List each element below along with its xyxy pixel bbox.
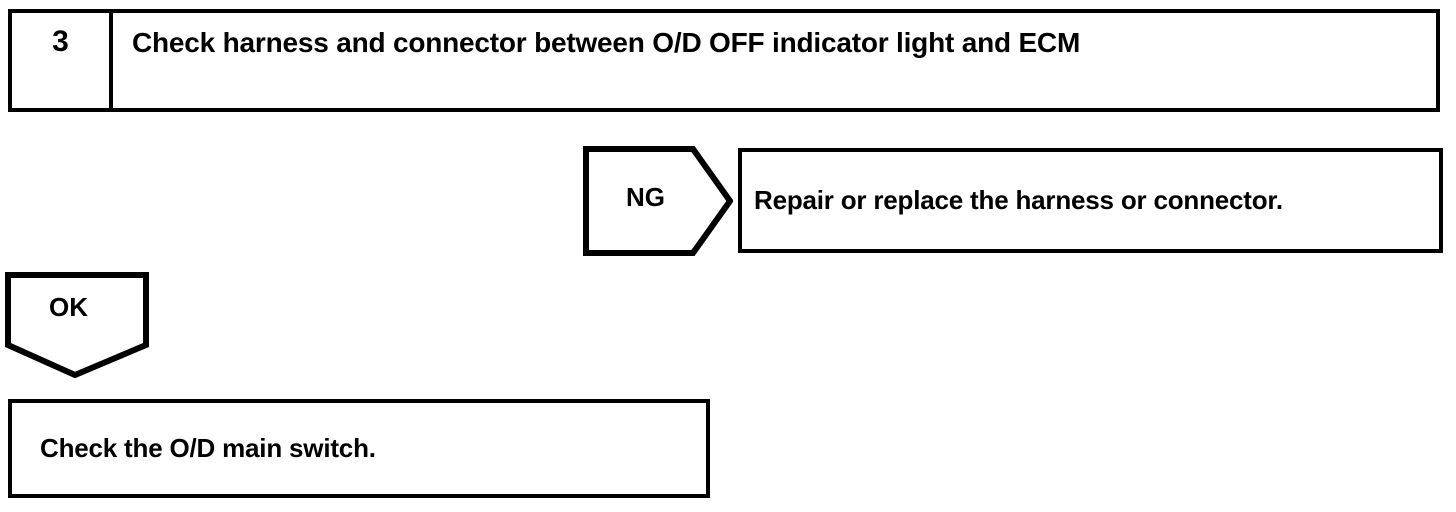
branch-tag-ok: OK (5, 272, 149, 378)
step-number-cell: 3 (12, 13, 113, 108)
result-text-ng: Repair or replace the harness or connect… (754, 184, 1283, 215)
branch-label-ng: NG (626, 182, 665, 212)
step-instruction-text: Check harness and connector between O/D … (132, 27, 1081, 58)
branch-tag-ng: NG (583, 146, 733, 256)
result-text-ok: Check the O/D main switch. (40, 432, 376, 463)
branch-label-ok: OK (49, 292, 88, 322)
step-number: 3 (52, 25, 69, 58)
step-instruction-cell: Check harness and connector between O/D … (113, 13, 1436, 108)
arrow-right-pentagon-icon (583, 146, 733, 256)
arrow-down-pentagon-icon (5, 272, 149, 378)
step-row: 3 Check harness and connector between O/… (8, 9, 1440, 112)
result-box-ok: Check the O/D main switch. (8, 399, 710, 498)
result-box-ng: Repair or replace the harness or connect… (738, 148, 1443, 253)
